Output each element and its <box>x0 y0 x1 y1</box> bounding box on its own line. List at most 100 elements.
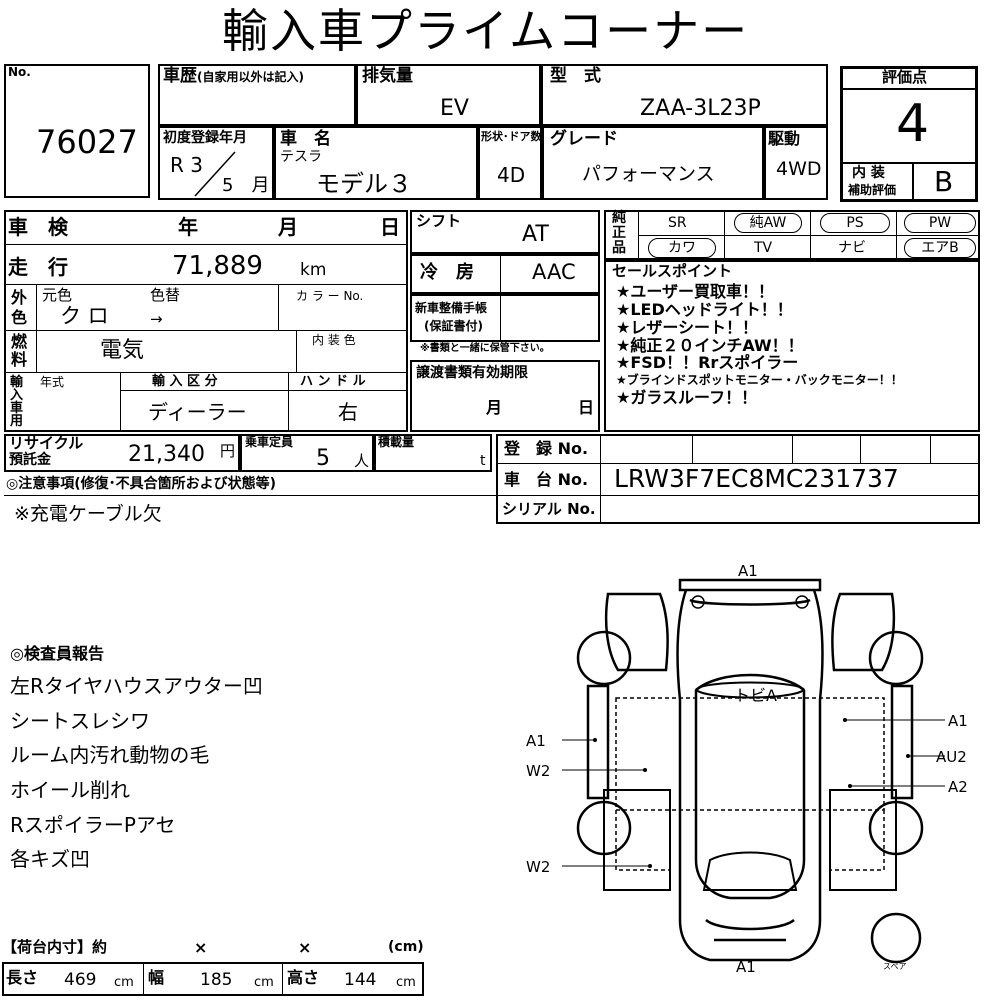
lot-number: 76027 <box>36 123 138 161</box>
transfer-label: 譲渡書類有効期限 <box>416 365 528 381</box>
inspection-day: 日 <box>380 215 400 239</box>
cargo-x2: × <box>298 938 312 957</box>
first-reg-era: R 3 <box>170 153 203 177</box>
capacity-label: 乗車定員 <box>245 435 294 449</box>
handle-label: ハ ン ド ル <box>300 374 366 389</box>
car-damage-diagram: A1 A1 トビA スペア A1 W2 W2 A1 AU2 A2 <box>526 562 968 976</box>
cargo-length-unit: cm <box>114 975 134 990</box>
sales-point-4: ★純正２０インチAW！！ <box>616 336 804 355</box>
sales-point-7: ★ガラスルーフ！！ <box>616 388 758 407</box>
color-code-label: カ ラ ー No. <box>296 289 364 303</box>
model-code-label: 型 式 <box>550 66 601 86</box>
score-value: 4 <box>896 94 930 154</box>
history-label: 車歴(自家用以外は記入) <box>163 66 304 86</box>
diagram-roof-label: トビA <box>734 686 777 705</box>
exterior-arrow: → <box>150 310 163 328</box>
load-label: 積載量 <box>378 435 415 449</box>
sales-points-label: セールスポイント <box>612 262 733 280</box>
body-type-value: 4D <box>497 163 526 187</box>
cargo-width-label: 幅 <box>148 968 165 987</box>
sales-points-box <box>604 260 980 432</box>
inspector-item-1: 左Rタイヤハウスアウター凹 <box>10 674 263 698</box>
diagram-right-3: A2 <box>948 778 968 796</box>
shift-value: AT <box>522 222 549 247</box>
cargo-x1: × <box>194 938 208 957</box>
no-box <box>4 64 150 198</box>
diagram-left-3: W2 <box>526 858 550 876</box>
first-reg-label: 初度登録年月 <box>163 130 247 146</box>
score-label: 評価点 <box>882 68 928 86</box>
grade-box <box>542 126 764 200</box>
registration-label: 登 録 No. <box>504 439 589 458</box>
exterior-orig-label: 元色 <box>42 286 73 304</box>
notes-value: ※充電ケーブル欠 <box>14 503 162 525</box>
shift-label: シフト <box>416 212 462 230</box>
cargo-height-label: 高さ <box>287 968 320 987</box>
interior-score-value: B <box>934 165 954 198</box>
recycle-unit: 円 <box>220 442 236 460</box>
diagram-left-2: W2 <box>526 762 550 780</box>
sales-point-2: ★LEDヘッドライト！！ <box>616 300 793 319</box>
load-unit: t <box>480 453 486 469</box>
load-box <box>374 434 492 472</box>
car-name-box <box>274 126 478 200</box>
cargo-width-unit: cm <box>254 975 274 990</box>
import-year-label: 年式 <box>40 375 65 389</box>
history-box <box>158 64 356 126</box>
option-airbag: エアB <box>904 238 976 258</box>
inspector-item-5: RスポイラーPアセ <box>10 813 176 837</box>
displacement-label: 排気量 <box>362 66 413 86</box>
chassis-label: 車 台 No. <box>504 470 589 489</box>
inspector-item-2: シートスレシワ <box>10 709 150 733</box>
options-side-2: 正 <box>612 225 626 241</box>
inspector-label: ◎検査員報告 <box>10 644 104 663</box>
notes-label: ◎注意事項(修復･不具合箇所および状態等) <box>6 476 277 492</box>
capacity-value: 5 <box>316 446 330 471</box>
cargo-width: 185 <box>200 970 233 990</box>
warranty-box <box>410 294 600 342</box>
recycle-box <box>4 434 240 472</box>
inspection-label: 車 検 <box>8 215 68 239</box>
transfer-box <box>410 360 600 432</box>
option-tv: TV <box>754 240 773 256</box>
cargo-height: 144 <box>344 970 377 990</box>
page-title: 輸入車プライムコーナー <box>222 4 750 58</box>
fuel-side-2: 料 <box>11 350 28 369</box>
cargo-label: 【荷台内寸】約 <box>2 938 108 956</box>
interior-score-sub: 補助評価 <box>848 183 897 197</box>
cargo-box <box>2 962 424 996</box>
mileage-unit: km <box>300 260 327 280</box>
model-code-value: ZAA-3L23P <box>640 96 761 121</box>
drive-value: 4WD <box>776 158 822 180</box>
first-reg-box <box>158 126 274 200</box>
recycle-label-1: リサイクル <box>9 434 84 452</box>
option-navi: ナビ <box>838 240 866 256</box>
grade-value: パフォーマンス <box>582 163 715 185</box>
sales-point-5: ★FSD！！Rrスポイラー <box>616 353 799 372</box>
capacity-box <box>240 434 374 472</box>
warranty-note: ※書類と一緒に保管下さい。 <box>420 343 550 354</box>
warranty-label-2: (保証書付) <box>424 319 483 333</box>
sales-point-1: ★ユーザー買取車！！ <box>616 282 775 301</box>
drive-label: 駆動 <box>768 129 801 148</box>
displacement-box <box>356 64 541 126</box>
interior-score-label: 内 装 <box>852 165 885 181</box>
inspection-year: 年 <box>178 215 198 239</box>
transfer-month: 月 <box>486 398 503 417</box>
shift-box <box>410 210 600 254</box>
aircon-value: AAC <box>532 260 576 284</box>
car-name-value: モデル３ <box>316 170 412 198</box>
option-genuine-aw: 純AW <box>734 213 802 233</box>
body-type-box <box>478 126 542 200</box>
cargo-height-unit: cm <box>396 975 416 990</box>
cargo-unit: (cm) <box>388 939 424 955</box>
first-reg-slash <box>194 151 236 197</box>
registration-box <box>496 434 980 524</box>
recycle-value: 21,340 <box>128 442 205 467</box>
import-type-value: ディーラー <box>148 400 247 424</box>
no-label: No. <box>8 65 31 79</box>
handle-value: 右 <box>338 400 358 424</box>
diagram-top-label: A1 <box>738 562 758 580</box>
exterior-side-1: 外 <box>11 288 28 307</box>
cargo-length-label: 長さ <box>6 968 39 987</box>
